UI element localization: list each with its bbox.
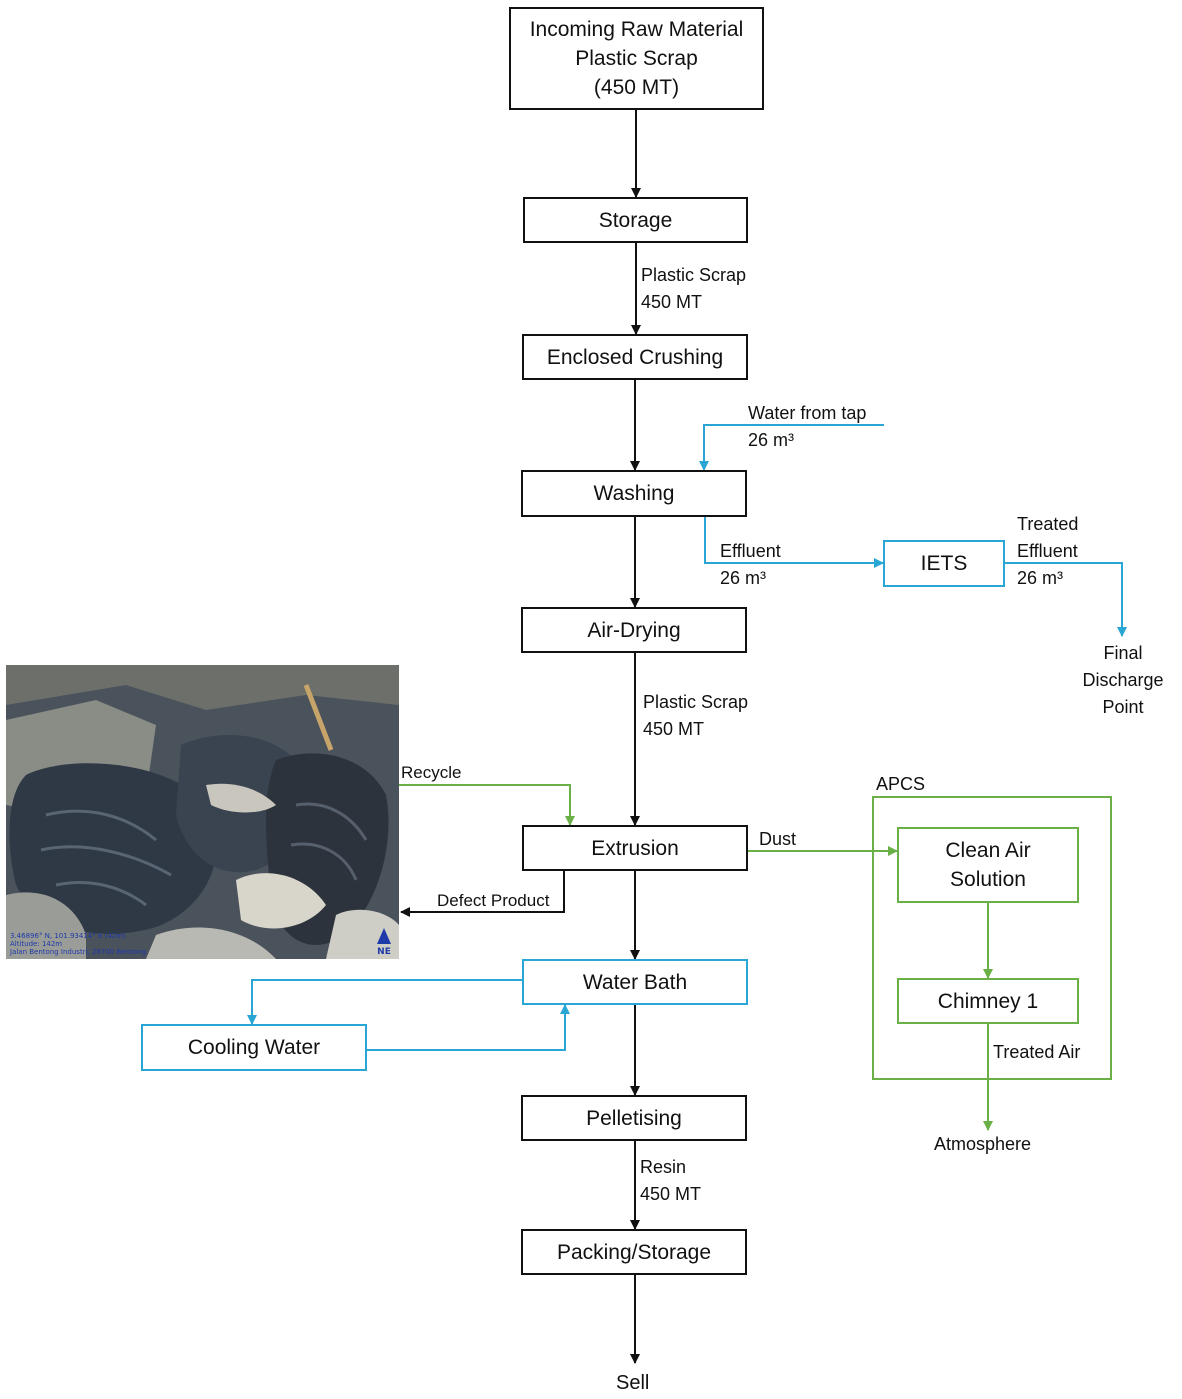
drying-output-line-2: 450 MT [643, 719, 705, 739]
recycle-label: Recycle [401, 763, 462, 782]
effluent-line-2: 26 m³ [720, 568, 767, 588]
washing-box: Washing [521, 470, 747, 517]
arrow-defect-product [400, 871, 565, 917]
dust-label: Dust [759, 829, 797, 849]
photo-caption-line-3: Jalan Bentong Industri, 28700 Bentong [10, 948, 146, 956]
pelletising-box: Pelletising [521, 1095, 747, 1141]
effluent-line-1: Effluent [720, 541, 781, 561]
cooling-water-label: Cooling Water [187, 1036, 321, 1059]
plastic-waste-photo-art [6, 665, 399, 959]
pelletising-label: Pelletising [586, 1106, 682, 1130]
treated-effluent-label: Treated Effluent 26 m³ [1017, 511, 1078, 592]
raw-material-line-1: Incoming Raw Material [529, 18, 744, 41]
tap-water-label: Water from tap 26 m³ [748, 400, 866, 454]
treated-effluent-line-1: Treated [1017, 514, 1079, 534]
final-discharge-line-1: Final [1103, 643, 1143, 663]
enclosed-crushing-label: Enclosed Crushing [546, 345, 724, 369]
tap-water-line-2: 26 m³ [748, 430, 795, 450]
photo-caption-line-2: Altitude: 142m [10, 940, 63, 948]
sell-label: Sell [616, 1372, 650, 1394]
arrow-recycle [399, 784, 575, 826]
compass-label: NE [377, 947, 391, 956]
enclosed-crushing-box: Enclosed Crushing [522, 334, 748, 380]
cooling-water-box: Cooling Water [141, 1024, 367, 1071]
apcs-label: APCS [876, 774, 926, 794]
effluent-label: Effluent 26 m³ [720, 538, 781, 592]
treated-air-label: Treated Air [993, 1042, 1081, 1062]
treated-effluent-line-2: Effluent [1017, 541, 1078, 561]
packing-storage-label: Packing/Storage [556, 1240, 712, 1264]
washing-label: Washing [593, 482, 675, 505]
defect-product-label: Defect Product [437, 891, 550, 910]
arrow-treated-effluent [1005, 562, 1127, 637]
drying-output-line-1: Plastic Scrap [643, 692, 749, 712]
atmosphere-label: Atmosphere [934, 1134, 1032, 1154]
air-drying-box: Air-Drying [521, 607, 747, 653]
arrow-effluent [704, 517, 884, 568]
resin-output-line-1: Resin [640, 1157, 687, 1177]
packing-storage-box: Packing/Storage [521, 1229, 747, 1275]
arrow-cooling-to-waterbath [367, 1004, 570, 1051]
final-discharge-line-3: Point [1102, 697, 1144, 717]
photo-caption-line-1: 3.46896° N, 101.93414° E (42m) [10, 932, 126, 940]
extrusion-box: Extrusion [522, 825, 748, 871]
plastic-waste-photo: 3.46896° N, 101.93414° E (42m) Altitude:… [6, 665, 399, 959]
storage-output-label: Plastic Scrap 450 MT [641, 262, 746, 316]
raw-material-box: Incoming Raw Material Plastic Scrap (450… [509, 7, 764, 110]
storage-label: Storage [598, 208, 673, 232]
compass-icon: NE [377, 928, 391, 956]
raw-material-line-2: Plastic Scrap [575, 47, 698, 70]
resin-output-line-2: 450 MT [640, 1184, 702, 1204]
iets-label: IETS [920, 552, 968, 575]
storage-output-line-1: Plastic Scrap [641, 265, 747, 285]
iets-box: IETS [883, 540, 1005, 587]
arrow-tap-water [699, 424, 884, 471]
resin-output-label: Resin 450 MT [640, 1154, 701, 1208]
final-discharge-line-2: Discharge [1082, 670, 1164, 690]
chimney-label: Chimney 1 [937, 989, 1039, 1013]
storage-output-line-2: 450 MT [641, 292, 703, 312]
clean-air-solution-box: Clean Air Solution [897, 827, 1079, 903]
raw-material-line-3: (450 MT) [593, 76, 680, 99]
arrow-waterbath-to-cooling [247, 979, 522, 1025]
tap-water-line-1: Water from tap [748, 403, 867, 423]
water-bath-label: Water Bath [582, 970, 688, 994]
final-discharge-label: Final Discharge Point [1072, 640, 1174, 721]
photo-geotag-caption: 3.46896° N, 101.93414° E (42m) Altitude:… [10, 932, 146, 956]
drying-output-label: Plastic Scrap 450 MT [643, 689, 748, 743]
apcs-enclosure [872, 796, 1112, 1080]
treated-effluent-line-3: 26 m³ [1017, 568, 1064, 588]
water-bath-box: Water Bath [522, 959, 748, 1005]
storage-box: Storage [523, 197, 748, 243]
extrusion-label: Extrusion [591, 836, 679, 860]
clean-air-line-2: Solution [950, 868, 1026, 891]
air-drying-label: Air-Drying [587, 618, 681, 642]
chimney-box: Chimney 1 [897, 978, 1079, 1024]
clean-air-line-1: Clean Air [945, 839, 1031, 862]
